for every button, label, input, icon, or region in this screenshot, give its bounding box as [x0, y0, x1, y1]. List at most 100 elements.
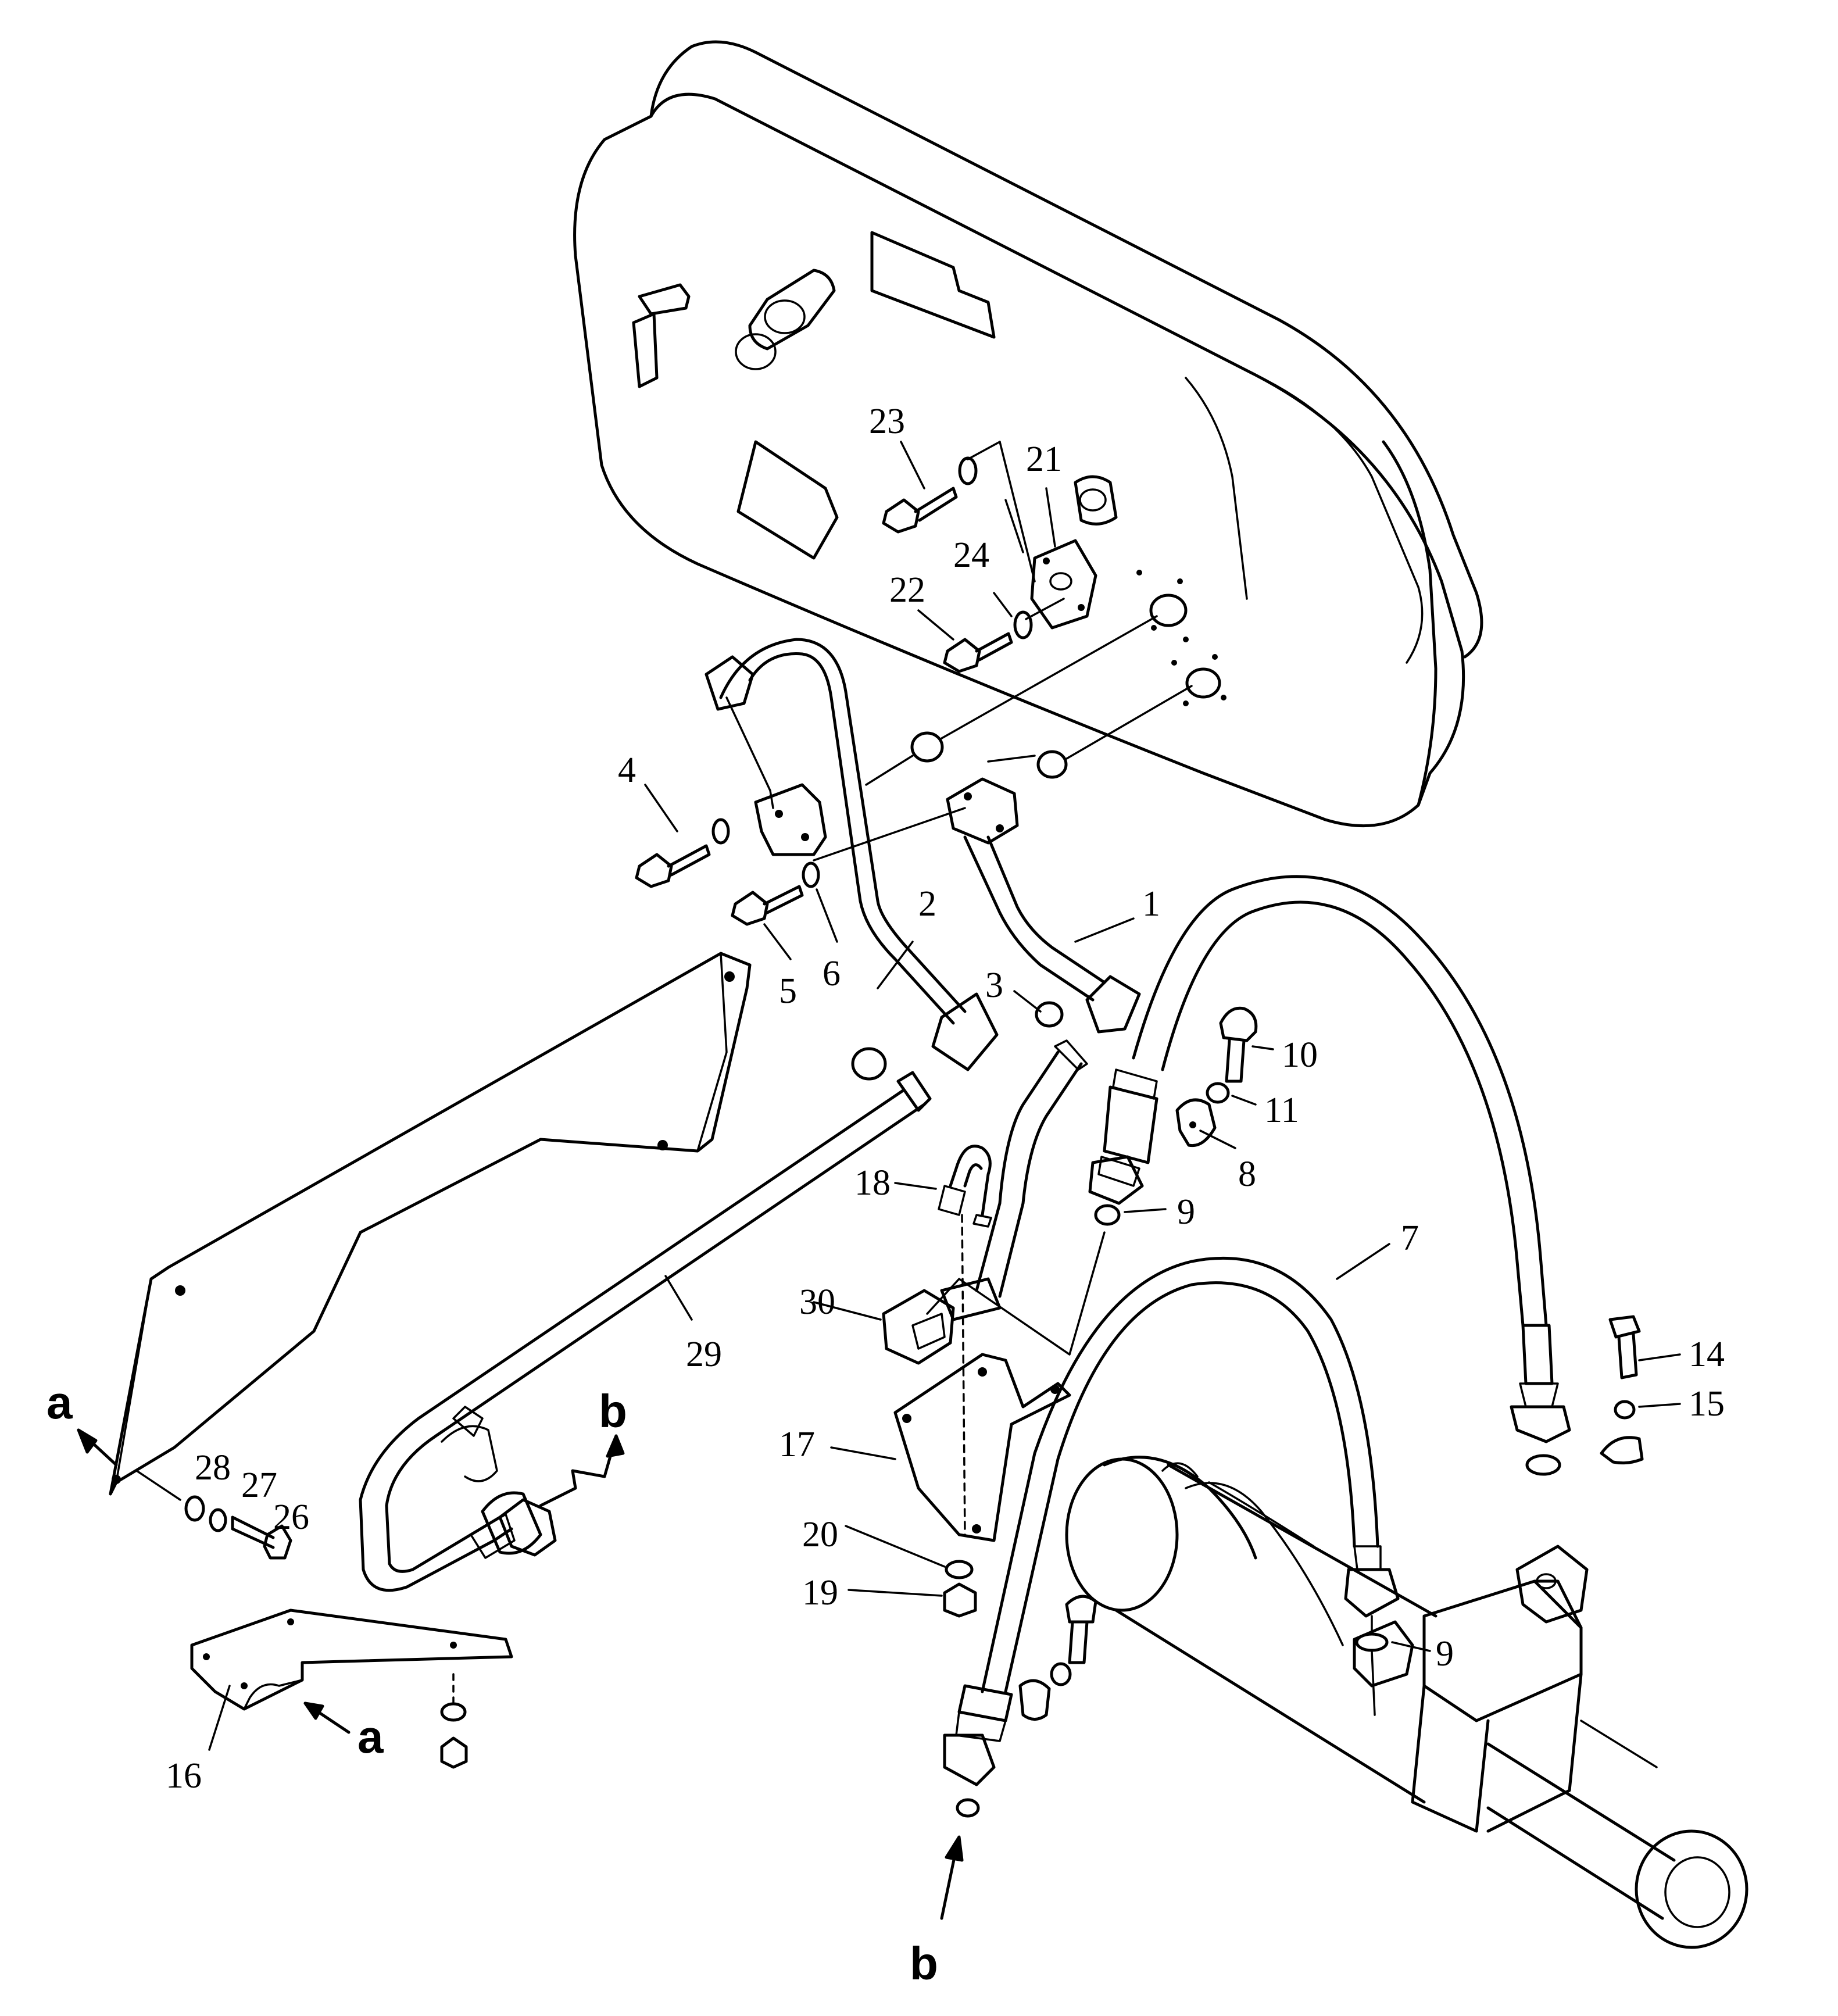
callout-8: 8 [1238, 1154, 1256, 1194]
bolt-14 [1608, 1315, 1641, 1379]
marker-b-top [539, 1434, 625, 1507]
washer-4 [711, 818, 730, 845]
nut [440, 1702, 468, 1769]
tank-plate [870, 231, 996, 339]
marker-b-top-label: b [599, 1385, 627, 1437]
hose-7 [943, 1256, 1400, 1786]
tank-boss [748, 269, 836, 351]
marker-a-top [77, 1428, 118, 1467]
pipe-29 [359, 1071, 932, 1592]
callout-3: 3 [985, 966, 1003, 1005]
callout-26: 26 [273, 1497, 309, 1537]
pipe-1 [946, 777, 1141, 1034]
pipe-2-block [754, 783, 827, 856]
washer-27 [209, 1508, 227, 1532]
callout-labels: 23 21 24 22 4 2 1 5 6 3 10 11 8 9 18 7 2… [47, 402, 1725, 1989]
o-ring [956, 1798, 980, 1818]
washer-23 [958, 456, 978, 485]
pipe-2-end [931, 992, 999, 1071]
callout-18: 18 [854, 1163, 891, 1203]
marker-b-bottom [940, 1835, 964, 1920]
hose-short [975, 1039, 1088, 1298]
callout-1: 1 [1142, 884, 1160, 924]
callout-5: 5 [779, 971, 797, 1011]
o-ring [1525, 1454, 1561, 1476]
callout-17: 17 [779, 1425, 815, 1464]
u-bolt-18 [938, 1145, 992, 1228]
hose-fitting [1344, 1568, 1400, 1618]
marker-a-bottom-label: a [357, 1711, 384, 1763]
washer-11 [1206, 1082, 1230, 1104]
bolt-22 [943, 632, 1013, 673]
pipe-1-end [1085, 975, 1141, 1034]
o-ring-3 [1035, 1001, 1064, 1028]
hydraulic-tank [573, 40, 1483, 828]
callout-27: 27 [241, 1465, 277, 1505]
marker-a-bottom [303, 1702, 351, 1734]
tank-boss [1074, 475, 1118, 526]
bolt-5 [731, 885, 804, 926]
callout-28: 28 [195, 1448, 231, 1488]
washer-24 [1013, 610, 1033, 639]
callout-4: 4 [618, 750, 636, 790]
washer-28 [184, 1495, 205, 1522]
marker-b-bottom-label: b [910, 1938, 938, 1989]
bolt-4 [635, 844, 711, 888]
hose-fitting [1510, 1405, 1571, 1443]
washer-6 [802, 862, 820, 888]
clamp [1600, 1436, 1644, 1465]
leader-lines [208, 441, 1681, 1751]
callout-15: 15 [1689, 1384, 1725, 1424]
pipe-1-flange [946, 777, 1019, 845]
o-ring [1036, 750, 1068, 779]
bracket-17 [893, 1353, 1071, 1542]
tank-bracket [638, 283, 691, 316]
rod-eye [1635, 1829, 1748, 1949]
callout-2: 2 [918, 884, 936, 924]
tank-plate [736, 440, 839, 560]
pipe-2-flange [705, 655, 754, 711]
flange-21 [1030, 539, 1097, 630]
nut-19 [943, 1582, 977, 1618]
cover-plate [109, 952, 752, 1496]
fitting-30 [882, 1277, 1002, 1365]
callout-11: 11 [1264, 1091, 1299, 1130]
bolt-lower [1065, 1595, 1097, 1664]
clamp-8 [1175, 1098, 1217, 1148]
callout-21: 21 [1026, 439, 1062, 479]
hydraulic-cylinder [1065, 1456, 1748, 1949]
callout-14: 14 [1689, 1335, 1725, 1374]
callout-9a: 9 [1177, 1192, 1195, 1232]
callout-20: 20 [802, 1515, 838, 1554]
callout-22: 22 [889, 570, 925, 610]
marker-a-top-label: a [47, 1377, 73, 1428]
pipe-29-end [896, 1071, 932, 1112]
bolt-23 [882, 487, 958, 534]
callout-23: 23 [869, 402, 905, 441]
clamp-lower [1018, 1679, 1051, 1721]
tank-bracket [632, 312, 659, 388]
washer-15 [1614, 1400, 1636, 1420]
o-ring-9 [1094, 1204, 1121, 1226]
o-ring [910, 731, 944, 763]
bracket-16 [190, 1608, 513, 1711]
cylinder-lug [1515, 1545, 1589, 1624]
callout-7: 7 [1401, 1218, 1419, 1258]
pipe-2 [705, 638, 999, 1071]
o-ring [851, 1047, 887, 1081]
callout-16: 16 [166, 1756, 202, 1796]
pipe-29-coupling [481, 1491, 542, 1555]
hose-upper [1088, 875, 1571, 1443]
hose-fitting [1088, 1155, 1144, 1205]
washer-20 [945, 1560, 974, 1579]
callout-19: 19 [802, 1573, 838, 1613]
washer-lower [1050, 1662, 1072, 1686]
callout-24: 24 [953, 535, 989, 575]
callout-30: 30 [799, 1282, 835, 1322]
hose-fitting [943, 1733, 996, 1786]
callout-6: 6 [823, 954, 841, 993]
bolt-26 [231, 1515, 292, 1560]
callout-29: 29 [686, 1335, 722, 1374]
bolt-10 [1219, 1006, 1258, 1083]
